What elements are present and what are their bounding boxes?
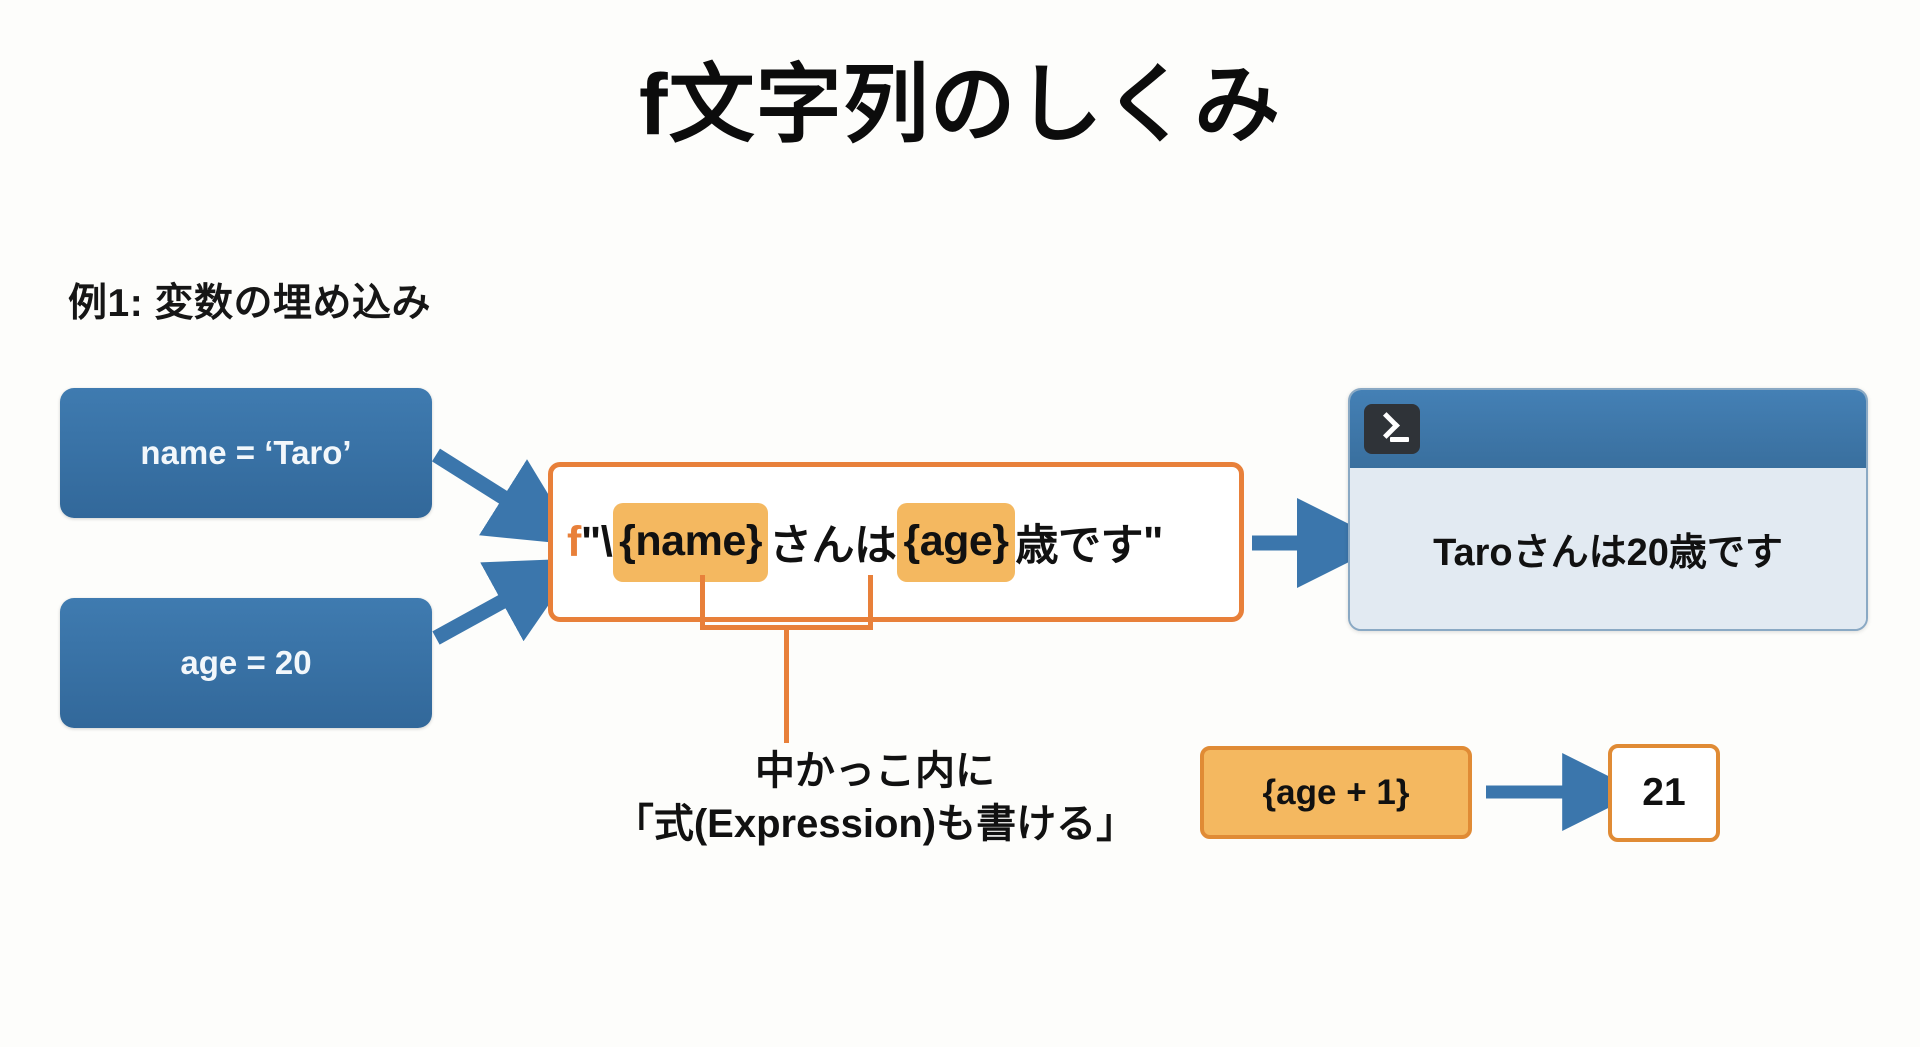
variable-box-name: name = ‘Taro’	[60, 388, 432, 518]
connector-stem-name	[700, 575, 705, 629]
connector-drop-line	[784, 625, 789, 743]
fstring-middle-text: さんは	[768, 522, 897, 570]
fstring-token-name: {name}	[613, 502, 768, 582]
fstring-expression: f " \ {name} さんは {age} 歳です "	[553, 502, 1163, 582]
connector-stem-age	[868, 575, 873, 629]
expression-box: {age + 1}	[1200, 746, 1472, 839]
fstring-close-quote: "	[1143, 517, 1163, 566]
terminal-output: Taroさんは20歳です	[1350, 468, 1866, 629]
fstring-open-quote: "	[580, 517, 601, 566]
fstring-card: f " \ {name} さんは {age} 歳です "	[548, 462, 1244, 622]
expression-result-label: 21	[1642, 771, 1686, 814]
expression-result-box: 21	[1608, 744, 1720, 842]
expression-label: {age + 1}	[1262, 772, 1410, 812]
annotation-line-1: 中かっこ内に	[755, 749, 995, 793]
arrow-name-to-fstring	[432, 448, 580, 546]
terminal-header	[1350, 390, 1866, 468]
fstring-token-age: {age}	[897, 502, 1015, 582]
arrow-age-to-fstring	[432, 558, 581, 645]
variable-box-name-label: name = ‘Taro’	[140, 434, 352, 471]
terminal-prompt-icon	[1364, 404, 1420, 454]
annotation-line-2: 「式(Expression)も書ける」	[613, 801, 1137, 846]
variable-box-age: age = 20	[60, 598, 432, 728]
fstring-prefix: f	[567, 517, 581, 566]
fstring-backslash: \	[600, 517, 613, 566]
annotation-text: 中かっこ内に 「式(Expression)も書ける」	[565, 745, 1185, 851]
variable-box-age-label: age = 20	[180, 644, 312, 681]
terminal-card: Taroさんは20歳です	[1348, 388, 1868, 631]
section-subtitle: 例1: 変数の埋め込み	[68, 282, 432, 325]
fstring-tail-text: 歳です	[1015, 522, 1144, 570]
page-title: f文字列のしくみ	[638, 57, 1282, 153]
